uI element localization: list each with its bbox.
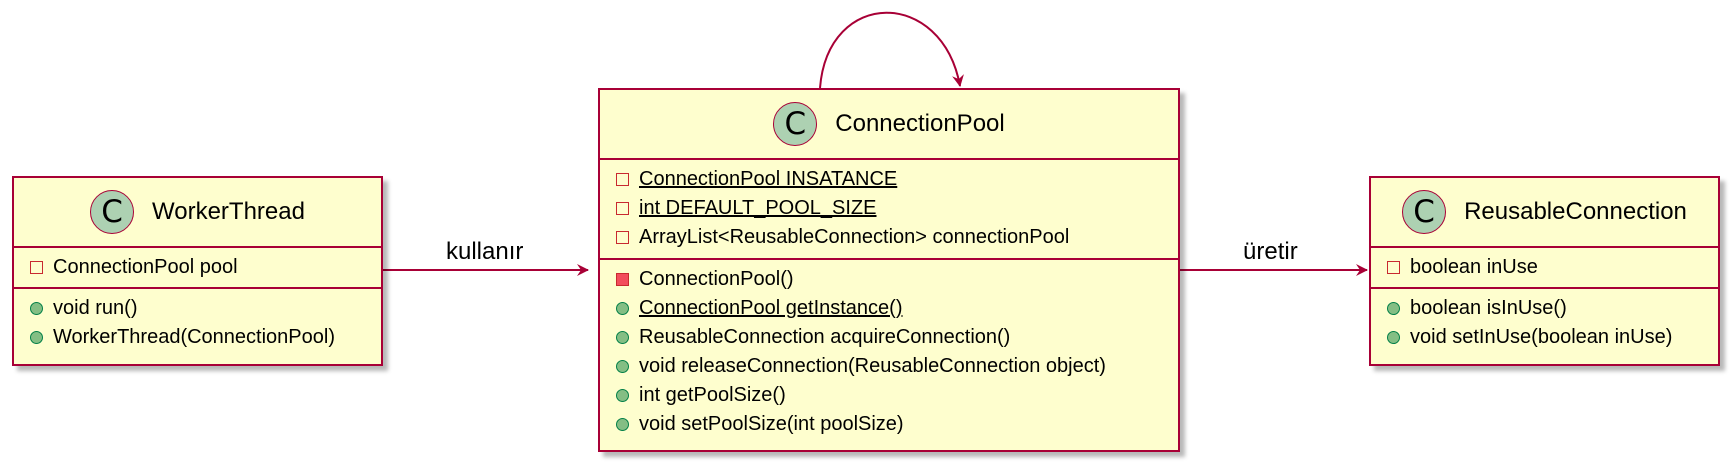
class-name: WorkerThread	[152, 198, 305, 225]
method-row: void setInUse(boolean inUse)	[1371, 323, 1718, 352]
field-text: ConnectionPool INSATANCE	[639, 168, 898, 190]
public-method-visibility-icon	[1387, 302, 1400, 315]
method-row: void releaseConnection(ReusableConnectio…	[600, 352, 1178, 381]
field-row: boolean inUse	[1371, 253, 1718, 282]
method-text: boolean isInUse()	[1410, 297, 1567, 319]
private-field-visibility-icon	[1387, 261, 1400, 274]
class-stereotype-icon: C	[773, 102, 818, 146]
class-stereotype-icon: C	[1402, 190, 1447, 234]
field-row: ConnectionPool INSATANCE	[600, 165, 1178, 194]
method-text: ReusableConnection acquireConnection()	[639, 326, 1011, 348]
method-row: ReusableConnection acquireConnection()	[600, 323, 1178, 352]
class-reusable-connection[interactable]: C ReusableConnection boolean inUse boole…	[1369, 176, 1720, 366]
method-row: void setPoolSize(int poolSize)	[600, 410, 1178, 439]
method-text: WorkerThread(ConnectionPool)	[53, 326, 335, 348]
public-method-visibility-icon	[616, 389, 629, 402]
private-field-visibility-icon	[616, 231, 629, 244]
class-name: ReusableConnection	[1464, 198, 1687, 225]
class-worker-thread[interactable]: C WorkerThread ConnectionPool pool void …	[12, 176, 383, 366]
public-method-visibility-icon	[616, 302, 629, 315]
method-text: void setInUse(boolean inUse)	[1410, 326, 1673, 348]
methods-section: void run() WorkerThread(ConnectionPool)	[14, 289, 381, 352]
class-header: C ConnectionPool	[600, 90, 1178, 160]
field-row: int DEFAULT_POOL_SIZE	[600, 194, 1178, 223]
method-row: void run()	[14, 294, 381, 323]
class-connection-pool[interactable]: C ConnectionPool ConnectionPool INSATANC…	[598, 88, 1180, 452]
method-text: ConnectionPool getInstance()	[639, 297, 903, 319]
methods-section: boolean isInUse() void setInUse(boolean i…	[1371, 289, 1718, 352]
public-method-visibility-icon	[616, 418, 629, 431]
uses-label: kullanır	[446, 238, 524, 265]
fields-section: ConnectionPool INSATANCE int DEFAULT_POOL…	[600, 160, 1178, 260]
class-name: ConnectionPool	[835, 110, 1005, 137]
method-text: void setPoolSize(int poolSize)	[639, 413, 904, 435]
public-method-visibility-icon	[30, 302, 43, 315]
public-method-visibility-icon	[1387, 331, 1400, 344]
method-row: WorkerThread(ConnectionPool)	[14, 323, 381, 352]
field-text: boolean inUse	[1410, 256, 1538, 278]
public-method-visibility-icon	[30, 331, 43, 344]
fields-section: ConnectionPool pool	[14, 248, 381, 289]
self-arrow	[819, 11, 964, 89]
class-header: C ReusableConnection	[1371, 178, 1718, 248]
methods-section: ConnectionPool() ConnectionPool getInstan…	[600, 260, 1178, 439]
field-row: ConnectionPool pool	[14, 253, 381, 282]
field-text: ArrayList<ReusableConnection> connection…	[639, 226, 1070, 248]
method-text: void run()	[53, 297, 138, 319]
public-method-visibility-icon	[616, 360, 629, 373]
private-field-visibility-icon	[616, 202, 629, 215]
field-text: int DEFAULT_POOL_SIZE	[639, 197, 877, 219]
class-stereotype-icon: C	[90, 190, 135, 234]
creates-label: üretir	[1243, 238, 1298, 265]
private-method-visibility-icon	[616, 273, 629, 286]
method-text: int getPoolSize()	[639, 384, 786, 406]
class-header: C WorkerThread	[14, 178, 381, 248]
method-text: void releaseConnection(ReusableConnectio…	[639, 355, 1106, 377]
private-field-visibility-icon	[30, 261, 43, 274]
field-row: ArrayList<ReusableConnection> connection…	[600, 223, 1178, 252]
private-field-visibility-icon	[616, 173, 629, 186]
method-row: boolean isInUse()	[1371, 294, 1718, 323]
method-row: ConnectionPool getInstance()	[600, 294, 1178, 323]
field-text: ConnectionPool pool	[53, 256, 238, 278]
method-row: int getPoolSize()	[600, 381, 1178, 410]
public-method-visibility-icon	[616, 331, 629, 344]
fields-section: boolean inUse	[1371, 248, 1718, 289]
method-row: ConnectionPool()	[600, 265, 1178, 294]
method-text: ConnectionPool()	[639, 268, 794, 290]
